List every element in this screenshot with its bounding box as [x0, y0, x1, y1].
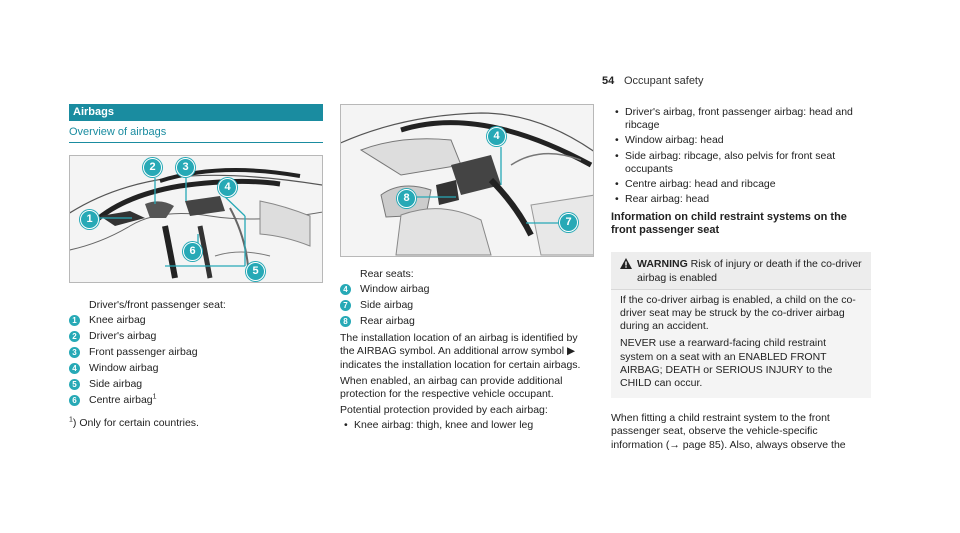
list-item: 4 Window airbag: [340, 281, 594, 297]
callout-6: 6: [183, 242, 202, 262]
list-item: 2 Driver's airbag: [69, 328, 323, 344]
warning-body: If the co-driver airbag is enabled, a ch…: [611, 289, 871, 399]
callout-1: 1: [80, 210, 99, 230]
list-item: 7 Side airbag: [340, 297, 594, 313]
header-title: Occupant safety: [624, 75, 704, 87]
legend-number: 4: [69, 363, 80, 375]
legend-label: Knee airbag: [89, 314, 146, 327]
paragraph: Potential protection provided by each ai…: [340, 404, 548, 417]
warning-paragraph: If the co-driver airbag is enabled, a ch…: [620, 293, 856, 333]
column-left: Airbags Overview of airbags 1 2 3 4: [69, 104, 323, 431]
list-item: 5 Side airbag: [69, 376, 323, 392]
info-heading: Information on child restraint systems o…: [611, 211, 847, 237]
list-item: Driver's airbag, front passenger airbag:…: [611, 106, 871, 132]
airbag-front-illustration: 1 2 3 4 5 6: [69, 155, 323, 284]
warning-header: WARNING Risk of injury or death if the c…: [611, 252, 871, 290]
subsection-title: Overview of airbags: [69, 126, 323, 144]
list-item: 1 Knee airbag: [69, 312, 323, 328]
airbag-rear-illustration: 4 7 8: [340, 104, 594, 257]
list-item: Window airbag: head: [611, 134, 871, 147]
legend-label: Window airbag: [360, 283, 430, 296]
callout-5: 5: [246, 262, 265, 282]
legend-label: Front passenger airbag: [89, 346, 198, 359]
footnote-text: Only for certain countries.: [79, 417, 199, 430]
legend-label: Rear airbag: [360, 315, 415, 328]
list-item: 6 Centre airbag1: [69, 392, 323, 408]
list-item: Knee airbag: thigh, knee and lower leg: [340, 419, 594, 432]
list-item: 8 Rear airbag: [340, 313, 594, 329]
callout-8: 8: [397, 189, 416, 208]
legend-number: 1: [69, 315, 80, 327]
callout-4: 4: [218, 178, 237, 198]
legend-label: Centre airbag: [89, 394, 153, 407]
list-item: Rear airbag: head: [611, 193, 871, 206]
legend-title: Driver's/front passenger seat:: [89, 299, 226, 312]
legend-label: Side airbag: [360, 299, 414, 312]
warning-triangle-icon: [620, 258, 632, 270]
airbag-legend-rear: 4 Window airbag 7 Side airbag 8 Rear airbag: [340, 281, 594, 329]
airbag-legend: 1 Knee airbag 2 Driver's airbag 3 Front pas…: [69, 312, 323, 408]
footnote-ref: 1: [152, 393, 157, 401]
legend-label: Window airbag: [89, 362, 159, 375]
warning-box: WARNING Risk of injury or death if the c…: [611, 252, 871, 399]
legend-title: Rear seats:: [360, 268, 414, 280]
column-right: Driver's airbag, front passenger airbag:…: [611, 104, 871, 452]
list-item: Side airbag: ribcage, also pelvis for fr…: [611, 150, 871, 176]
page-number: 54: [602, 75, 615, 87]
legend-number: 4: [340, 284, 351, 296]
car-interior-front-drawing: [70, 168, 322, 279]
legend-number: 2: [69, 331, 80, 343]
legend-number: 3: [69, 347, 80, 359]
paragraph: When enabled, an airbag can provide addi…: [340, 374, 563, 401]
bullet-list: Knee airbag: thigh, knee and lower leg: [340, 419, 594, 432]
legend-number: 8: [340, 316, 351, 328]
car-interior-rear-drawing: [341, 112, 593, 256]
legend-label: Driver's airbag: [89, 330, 157, 343]
callout-2: 2: [143, 158, 162, 178]
callout-7: 7: [559, 213, 578, 232]
list-item: 4 Window airbag: [69, 360, 323, 376]
list-item: 3 Front passenger airbag: [69, 344, 323, 360]
legend-number: 5: [69, 379, 80, 391]
footnote-mark: 1: [69, 416, 73, 424]
footnote: 1) Only for certain countries.: [69, 416, 199, 430]
paragraph: The installation location of an airbag i…: [340, 332, 581, 371]
warning-text: Risk of injury or death if the co-driver…: [637, 258, 862, 284]
paragraph: When fitting a child restraint system to…: [611, 412, 846, 451]
warning-label: WARNING: [637, 258, 688, 271]
warning-paragraph: NEVER use a rearward-facing child restra…: [620, 337, 833, 390]
legend-number: 7: [340, 300, 351, 312]
callout-3: 3: [176, 158, 195, 178]
list-item: Centre airbag: head and ribcage: [611, 178, 871, 191]
callout-4: 4: [487, 127, 506, 146]
legend-label: Side airbag: [89, 378, 143, 391]
section-title: Airbags: [69, 104, 323, 121]
bullet-list: Driver's airbag, front passenger airbag:…: [611, 106, 871, 207]
legend-number: 6: [69, 395, 80, 407]
